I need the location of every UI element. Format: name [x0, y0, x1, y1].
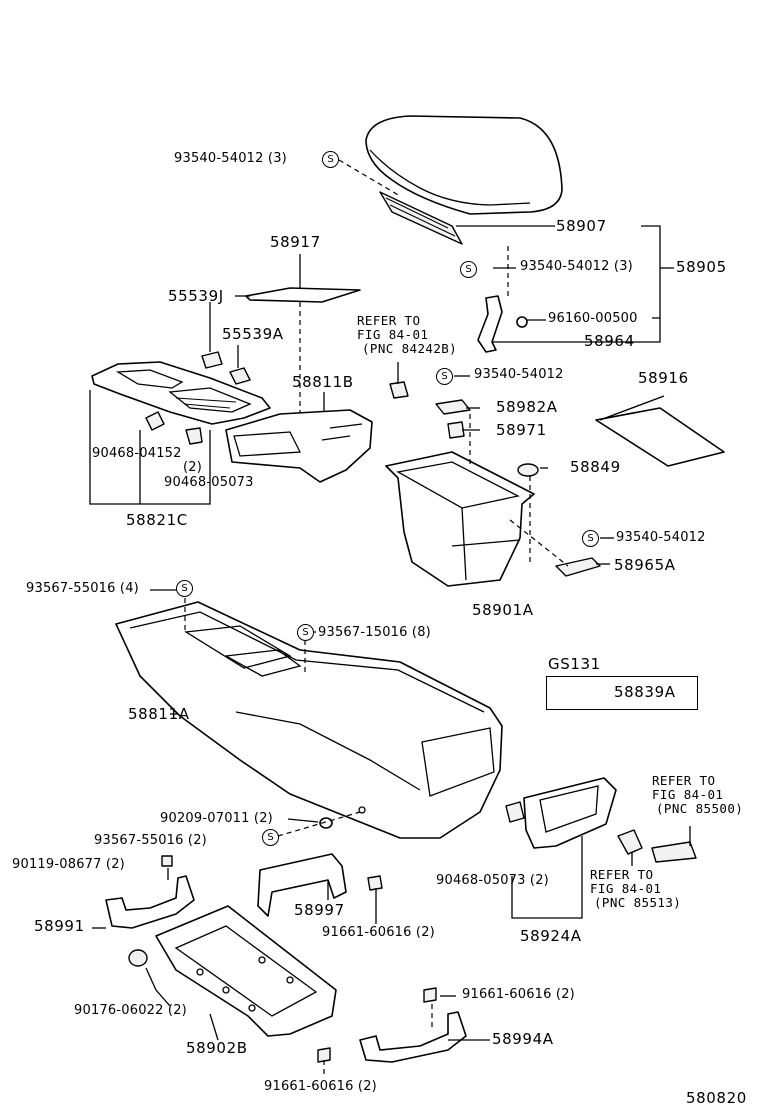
label-58811a: 58811A: [128, 705, 190, 723]
note-refer-85500-line3: (PNC 85500): [656, 801, 744, 816]
clip-90468-04152-drawing: [145, 411, 165, 431]
part-58971-drawing: [447, 421, 465, 439]
armrest-lid-drawing: [365, 115, 563, 245]
leader-lines: [89, 159, 691, 1076]
s-marker: S: [176, 580, 193, 597]
label-58916: 58916: [638, 369, 689, 387]
bracket-58965a-drawing: [555, 557, 601, 577]
s-marker: S: [582, 530, 599, 547]
label-90468-05073-upper: 90468-05073: [164, 475, 254, 490]
tray-58924a-drawing: [505, 777, 617, 849]
label-58965a: 58965A: [614, 556, 676, 574]
label-58917: 58917: [270, 233, 321, 251]
label-91661-60616-bottom: 91661-60616 (2): [264, 1079, 377, 1094]
label-58997: 58997: [294, 901, 345, 919]
bracket-58994a-drawing: [359, 1011, 467, 1063]
panel-58821c-drawing: [91, 361, 271, 425]
label-55539j: 55539J: [168, 287, 224, 305]
label-96160-00500: 96160-00500: [548, 311, 638, 326]
console-box-58901a-drawing: [385, 451, 535, 587]
label-58907: 58907: [556, 217, 607, 235]
label-58821c: 58821C: [126, 511, 188, 529]
clip-84242b-drawing: [389, 381, 409, 399]
label-58811b: 58811B: [292, 373, 354, 391]
bracket-58982a-drawing: [435, 399, 471, 415]
s-marker: S: [436, 368, 453, 385]
label-58991: 58991: [34, 917, 85, 935]
bolt-91661-a-drawing: [367, 875, 383, 891]
label-58982a: 58982A: [496, 398, 558, 416]
note-refer-85513-line2: FIG 84-01: [590, 881, 662, 896]
pad-58916-drawing: [595, 407, 725, 467]
label-93567-15016-8: 93567-15016 (8): [318, 625, 431, 640]
figure-code: 580820: [686, 1089, 747, 1107]
label-93567-55016-2: 93567-55016 (2): [94, 833, 207, 848]
label-93540-54012-3-top: 93540-54012 (3): [174, 151, 287, 166]
label-58924a: 58924A: [520, 927, 582, 945]
label-90176-06022: 90176-06022 (2): [74, 1003, 187, 1018]
label-58839a: 58839A: [614, 683, 676, 701]
label-93540-54012-3-mid: 93540-54012 (3): [520, 259, 633, 274]
note-refer-84242b-line2: FIG 84-01: [357, 327, 429, 342]
note-refer-85500-line1: REFER TO: [652, 773, 716, 788]
label-91661-60616-mid: 91661-60616 (2): [322, 925, 435, 940]
s-marker: S: [297, 624, 314, 641]
gs131-box: [546, 676, 698, 710]
bolt-90176-drawing: [128, 949, 148, 967]
label-90468-04152: 90468-04152: [92, 446, 182, 461]
bolt-90119-drawing: [161, 855, 173, 867]
label-58901a: 58901A: [472, 601, 534, 619]
bracket-58997-drawing: [257, 853, 347, 917]
s-marker: S: [262, 829, 279, 846]
frame-58902b-drawing: [155, 905, 337, 1037]
label-gs131: GS131: [548, 655, 601, 673]
clip-55539a-drawing: [229, 367, 251, 385]
label-58964: 58964: [584, 332, 635, 350]
label-58902b: 58902B: [186, 1039, 248, 1057]
note-refer-85500-line2: FIG 84-01: [652, 787, 724, 802]
note-refer-84242b-line3: (PNC 84242B): [362, 341, 458, 356]
socket-85513-drawing: [617, 829, 643, 855]
label-90209-07011: 90209-07011 (2): [160, 811, 273, 826]
label-58994a: 58994A: [492, 1030, 554, 1048]
box-58811b-drawing: [225, 409, 373, 483]
label-55539a: 55539A: [222, 325, 284, 343]
plug-58849-drawing: [517, 463, 539, 477]
bracket-58991-drawing: [105, 875, 195, 929]
label-90468-04152-qty: (2): [183, 460, 203, 475]
bolt-91661-c-drawing: [317, 1047, 331, 1063]
note-refer-85513-line1: REFER TO: [590, 867, 654, 882]
note-refer-85513-line3: (PNC 85513): [594, 895, 682, 910]
note-refer-84242b-line1: REFER TO: [357, 313, 421, 328]
label-93540-54012-upper: 93540-54012: [474, 367, 564, 382]
hinge-drawing: [477, 295, 528, 353]
s-marker: S: [322, 151, 339, 168]
clip-90468-05073-drawing: [185, 427, 203, 445]
label-93540-54012-lower: 93540-54012: [616, 530, 706, 545]
label-58849: 58849: [570, 458, 621, 476]
label-91661-60616-right: 91661-60616 (2): [462, 987, 575, 1002]
grommet-90209-drawing: [319, 817, 333, 829]
mat-58917-drawing: [245, 287, 361, 303]
clip-55539j-drawing: [201, 351, 223, 369]
s-marker: S: [460, 261, 477, 278]
label-90468-05073-2: 90468-05073 (2): [436, 873, 549, 888]
bolt-91661-b-drawing: [423, 987, 437, 1003]
label-58971: 58971: [496, 421, 547, 439]
label-90119-08677: 90119-08677 (2): [12, 857, 125, 872]
label-93567-55016-4: 93567-55016 (4): [26, 581, 139, 596]
lighter-85500-drawing: [651, 841, 697, 863]
console-58811a-drawing: [115, 601, 503, 839]
label-58905: 58905: [676, 258, 727, 276]
